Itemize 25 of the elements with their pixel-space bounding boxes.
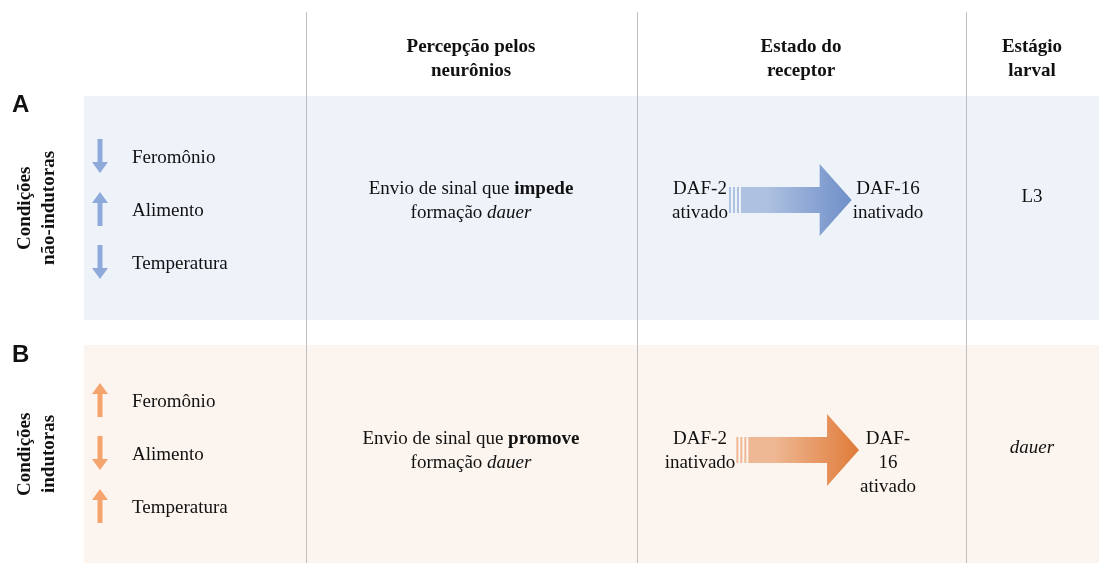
receptor-label: DAF-2 ativado (672, 176, 728, 224)
signal-text: Envio de sinal que impede formação dauer (367, 176, 575, 224)
factor-label: Feromônio (132, 145, 217, 169)
row-header: Condições não-indutoras (12, 150, 59, 267)
panel-letter: B (12, 340, 30, 368)
row-header: Condições indutoras (12, 411, 59, 498)
row-band (84, 345, 1099, 563)
column-header: Estado do receptor (759, 34, 843, 82)
factor-label: Alimento (132, 198, 205, 222)
column-header: Estágio larval (1000, 34, 1064, 82)
row-band (84, 96, 1099, 320)
stage-label: L3 (1020, 184, 1044, 208)
arrow (728, 164, 852, 236)
receptor-label: DAF-16 inativado (852, 176, 924, 224)
factor-label: Alimento (132, 442, 205, 466)
receptor-label: DAF-2 inativado (664, 426, 736, 474)
column-header: Percepção pelos neurônios (405, 34, 537, 82)
stage-label: dauer (1008, 435, 1056, 459)
factor-label: Temperatura (132, 495, 229, 519)
signal-text: Envio de sinal que promove formação dauer (361, 426, 581, 474)
factor-label: Temperatura (132, 251, 229, 275)
factor-label: Feromônio (132, 389, 217, 413)
arrow (736, 414, 860, 486)
receptor-label: DAF-16 ativado (860, 426, 916, 498)
panel-letter: A (12, 90, 30, 118)
